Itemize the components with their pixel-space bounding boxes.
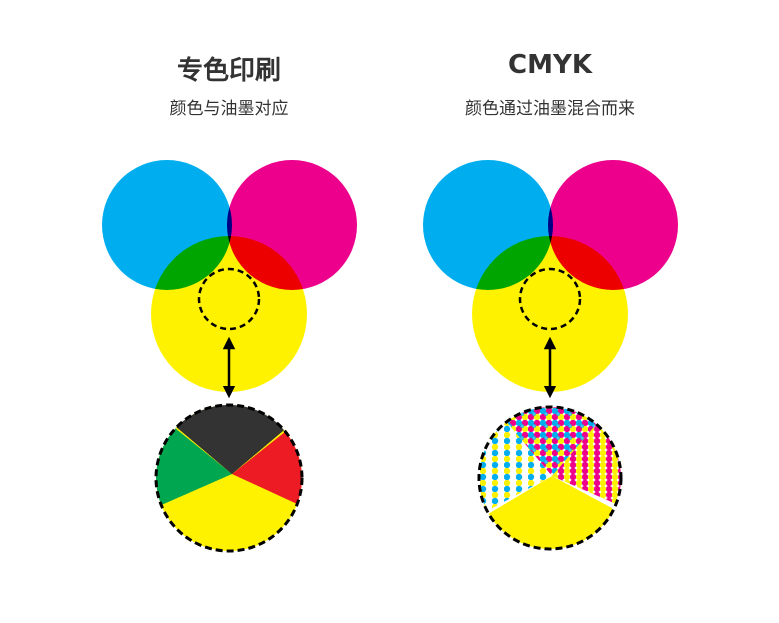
spot-zoom-border	[154, 403, 304, 553]
cmyk-zoom-border	[477, 405, 623, 551]
spot-color-title: 专色印刷	[176, 56, 281, 86]
yellow-circle	[472, 236, 628, 392]
spot-zoom-detail	[156, 405, 302, 551]
zoom-area-marker	[197, 267, 261, 331]
cmyk-subtitle: 颜色通过油墨混合而来	[465, 99, 635, 119]
cmyk-venn	[423, 160, 678, 392]
spot-venn	[102, 160, 357, 392]
cmyk-zoom-detail	[479, 407, 621, 549]
zoom-area-marker	[518, 267, 582, 331]
cmyk-title: CMYK	[508, 50, 592, 80]
spot-color-subtitle: 颜色与油墨对应	[169, 99, 289, 119]
yellow-circle	[151, 236, 307, 392]
